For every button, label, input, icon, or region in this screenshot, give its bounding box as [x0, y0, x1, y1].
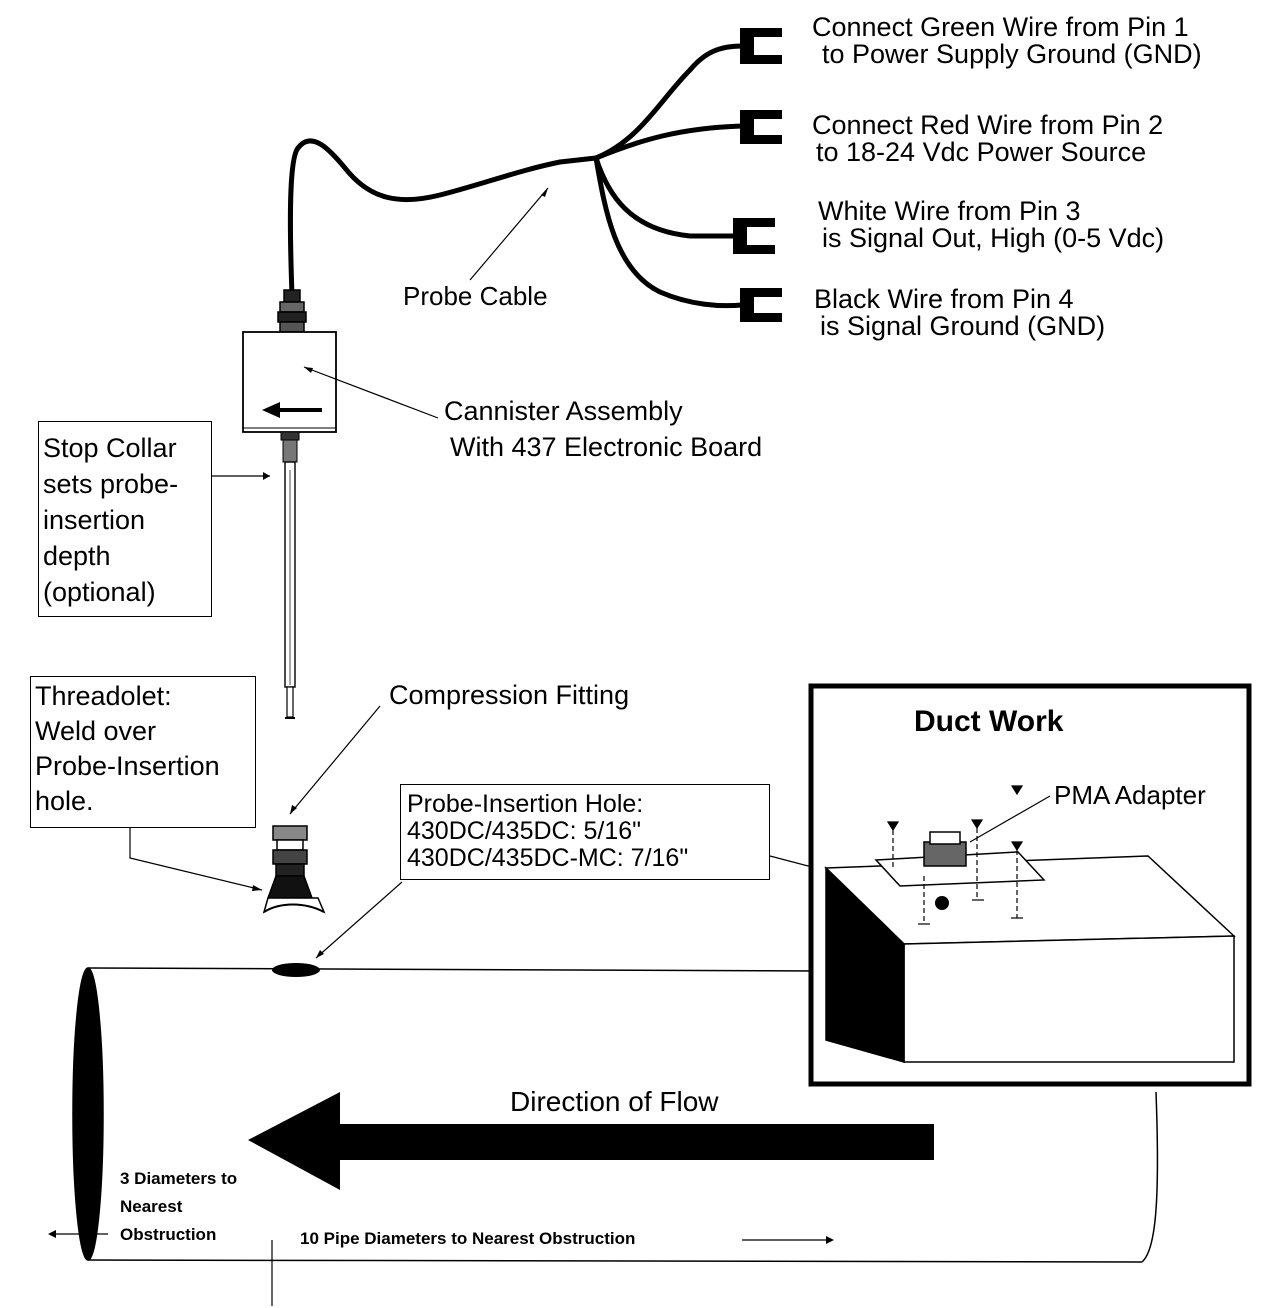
- threadolet-line-3: Probe-Insertion: [35, 751, 220, 781]
- direction-of-flow-label: Direction of Flow: [510, 1086, 719, 1117]
- pipe-graphic: [72, 967, 1159, 1263]
- green-wire-label: Connect Green Wire from Pin 1 to Power S…: [812, 14, 1202, 68]
- threadolet-graphic: [262, 875, 326, 914]
- white-wire-line-1: White Wire from Pin 3: [818, 196, 1081, 226]
- connector-green-icon: [740, 28, 782, 64]
- ten-diameters-label: 10 Pipe Diameters to Nearest Obstruction: [300, 1229, 636, 1248]
- probe-shaft-graphic: [280, 431, 300, 719]
- connector-black-icon: [740, 288, 782, 322]
- three-diameters-label: 3 Diameters to Nearest Obstruction: [120, 1165, 237, 1249]
- insertion-hole-line-3: 430DC/435DC-MC: 7/16": [407, 844, 689, 872]
- stop-collar-line-5: (optional): [43, 577, 156, 607]
- cannister-label: Cannister Assembly With 437 Electronic B…: [444, 393, 762, 465]
- connector-red-icon: [740, 110, 782, 144]
- stop-collar-label: Stop Collar sets probe- insertion depth …: [38, 421, 212, 617]
- cannister-graphic: [242, 331, 337, 433]
- green-wire-line-2: to Power Supply Ground (GND): [822, 39, 1202, 69]
- duct-work-title: Duct Work: [914, 705, 1064, 738]
- threadolet-label: Threadolet: Weld over Probe-Insertion ho…: [30, 676, 256, 828]
- threadolet-line-1: Threadolet:: [35, 681, 172, 711]
- cannister-line-1: Cannister Assembly: [444, 396, 683, 426]
- three-diameters-line-1: 3 Diameters to: [120, 1169, 238, 1188]
- probe-cable-graphic: [287, 43, 745, 309]
- stop-collar-line-4: depth: [43, 541, 111, 571]
- red-wire-line-1: Connect Red Wire from Pin 2: [812, 110, 1164, 140]
- black-wire-line-2: is Signal Ground (GND): [820, 311, 1106, 341]
- red-wire-line-2: to 18-24 Vdc Power Source: [816, 137, 1147, 167]
- white-wire-line-2: is Signal Out, High (0-5 Vdc): [822, 223, 1165, 253]
- three-diameters-line-3: Obstruction: [120, 1225, 217, 1244]
- stop-collar-line-2: sets probe-: [43, 469, 179, 499]
- connector-white-icon: [733, 218, 775, 254]
- threadolet-line-2: Weld over: [35, 716, 157, 746]
- three-diameters-line-2: Nearest: [120, 1197, 183, 1216]
- probe-connector-graphic: [277, 289, 307, 333]
- white-wire-label: White Wire from Pin 3 is Signal Out, Hig…: [818, 198, 1164, 252]
- insertion-hole-label: Probe-Insertion Hole: 430DC/435DC: 5/16"…: [400, 784, 770, 880]
- stop-collar-line-3: insertion: [43, 505, 146, 535]
- black-wire-label: Black Wire from Pin 4 is Signal Ground (…: [814, 286, 1105, 340]
- compression-fitting-label: Compression Fitting: [389, 680, 630, 710]
- cannister-line-2: With 437 Electronic Board: [450, 432, 763, 462]
- threadolet-line-4: hole.: [35, 786, 94, 816]
- probe-cable-label: Probe Cable: [403, 281, 548, 311]
- duct-work-inset: [808, 683, 1252, 1087]
- insertion-hole-graphic: [272, 963, 320, 977]
- insertion-hole-line-1: Probe-Insertion Hole:: [407, 790, 644, 818]
- insertion-hole-line-2: 430DC/435DC: 5/16": [407, 817, 642, 845]
- stop-collar-line-1: Stop Collar: [43, 433, 177, 463]
- black-wire-line-1: Black Wire from Pin 4: [814, 284, 1074, 314]
- compression-fitting-graphic: [272, 825, 308, 877]
- wire-connectors: [733, 28, 782, 322]
- pma-adapter-label: PMA Adapter: [1054, 780, 1206, 810]
- flow-arrow-icon: [248, 1092, 934, 1190]
- green-wire-line-1: Connect Green Wire from Pin 1: [812, 12, 1189, 42]
- red-wire-label: Connect Red Wire from Pin 2 to 18-24 Vdc…: [812, 112, 1163, 166]
